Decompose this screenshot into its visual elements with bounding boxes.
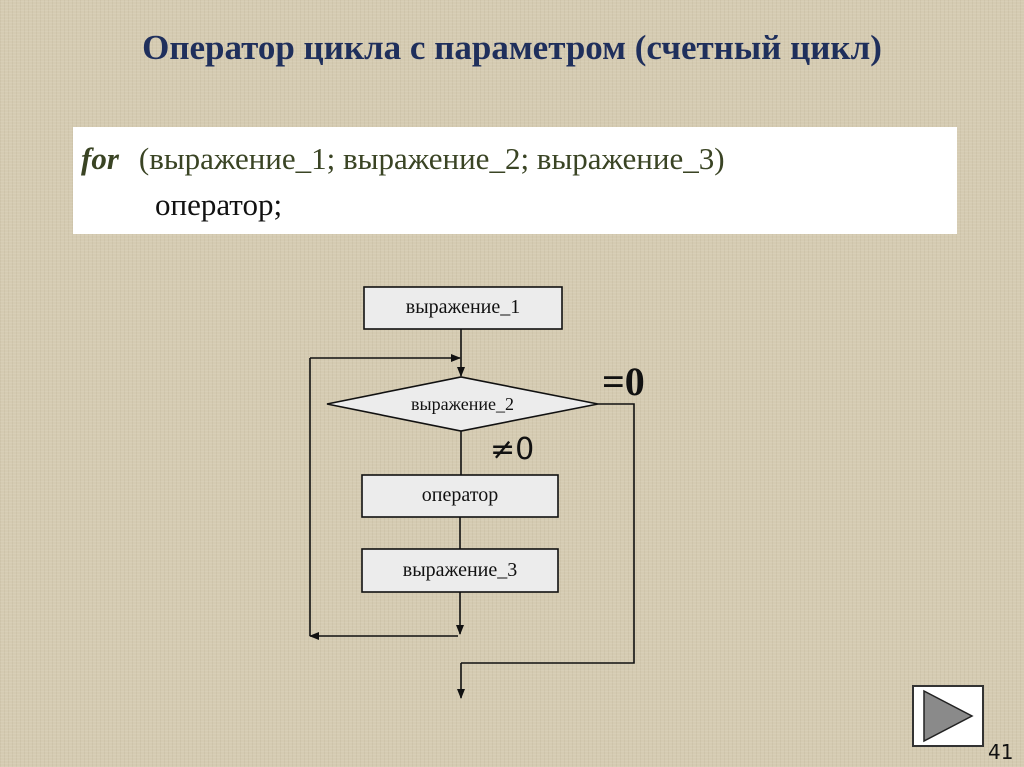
page-number: 41	[988, 740, 1014, 764]
play-triangle-icon	[923, 689, 974, 743]
step-box	[361, 548, 559, 593]
condition-label: выражение_2	[410, 394, 515, 414]
next-slide-button[interactable]	[912, 685, 984, 747]
slide-title: Оператор цикла с параметром (счетный цик…	[142, 28, 882, 67]
init-box	[363, 286, 563, 330]
body-box-label: оператор	[421, 484, 499, 506]
syntax-box: for (выражение_1; выражение_2; выражение_…	[73, 127, 957, 234]
exit-line	[461, 403, 635, 664]
true-branch-label: ≠0	[490, 432, 535, 467]
body-box	[361, 474, 559, 518]
for-keyword: for	[81, 141, 119, 176]
syntax-header-line: for (выражение_1; выражение_2; выражение_…	[81, 141, 725, 177]
syntax-body: оператор;	[155, 187, 283, 222]
init-box-label: выражение_1	[405, 296, 521, 318]
false-branch-label: =0	[602, 359, 645, 404]
syntax-header: (выражение_1; выражение_2; выражение_3)	[138, 141, 725, 176]
step-box-label: выражение_3	[402, 559, 518, 581]
